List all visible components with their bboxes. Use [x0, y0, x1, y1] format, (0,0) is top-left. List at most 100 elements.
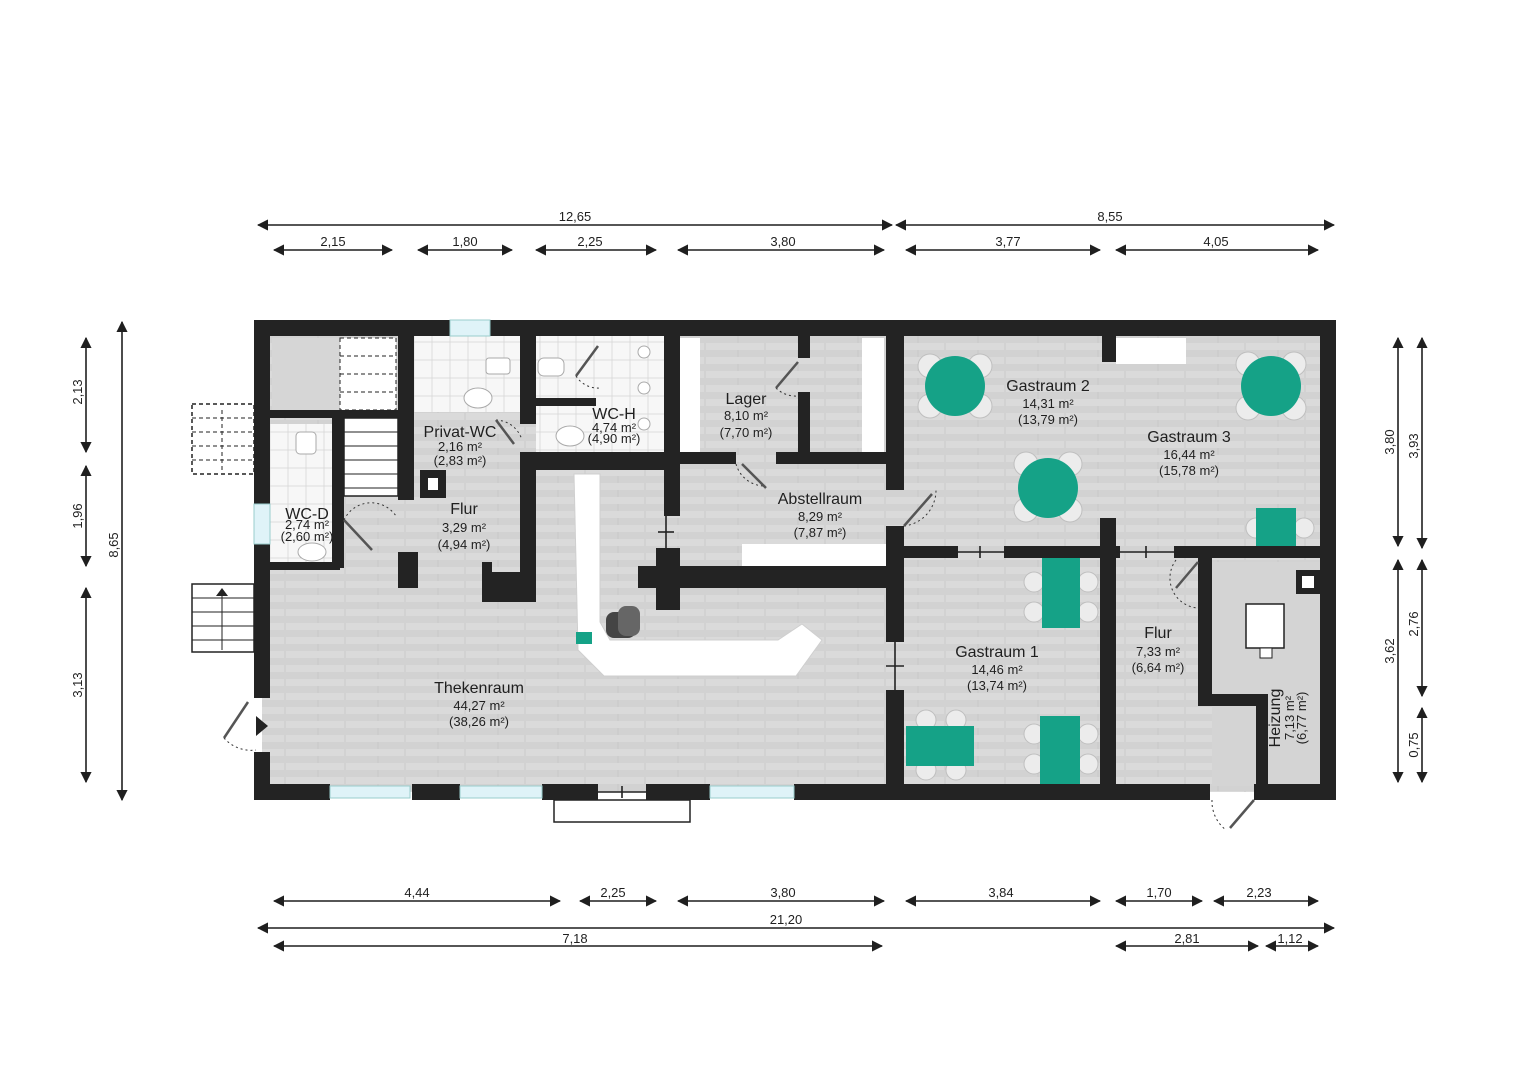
wall-stair-bottom — [270, 410, 410, 418]
room-name: Flur — [1144, 625, 1172, 642]
round-table-3 — [1235, 351, 1307, 421]
dim-bottom-seg-4: 3,84 — [988, 885, 1013, 900]
walls — [254, 320, 1336, 800]
room-net-area: (38,26 m²) — [449, 714, 509, 729]
window-top — [449, 319, 491, 337]
room-net-area: (13,74 m²) — [967, 678, 1027, 693]
rect-table-g1-right — [1023, 716, 1099, 784]
dim-bottom-seg-5: 1,70 — [1146, 885, 1171, 900]
dim-bottom-total: 21,20 — [770, 912, 803, 927]
floor-heizung — [1212, 562, 1326, 786]
window-wcd — [253, 503, 271, 545]
wall-lager-bottom-1 — [680, 452, 736, 464]
door-privat-leaf — [495, 419, 515, 445]
room-name: Heizung — [1267, 689, 1284, 748]
wall-right — [1320, 320, 1336, 800]
room-name: Flur — [450, 501, 478, 518]
urinal-3 — [637, 417, 651, 431]
door-wcd-arc — [343, 502, 397, 521]
urinal — [537, 357, 565, 377]
room-label-flur-1: Flur 3,29 m² (4,94 m²) — [438, 501, 491, 552]
lager-shelf-right — [862, 338, 884, 452]
wall-heizung-left — [1198, 556, 1212, 704]
dim-left-seg-3: 3,13 — [70, 672, 85, 697]
wall-g1-left-1 — [886, 526, 904, 642]
wall-wch-bottom — [536, 452, 680, 470]
room-net-area: (2,83 m²) — [434, 453, 487, 468]
wall-bottom-5 — [794, 784, 1210, 800]
sink-wch — [555, 425, 585, 447]
room-area: 8,29 m² — [798, 509, 843, 524]
room-area: 16,44 m² — [1163, 447, 1215, 462]
chimney-flue — [428, 478, 438, 490]
room-net-area: (4,94 m²) — [438, 537, 491, 552]
wall-g2-left-1 — [886, 320, 904, 490]
room-label-wc-h: WC-H 4,74 m² (4,90 m²) — [588, 406, 641, 446]
wall-g1-top-2 — [1004, 546, 1120, 558]
room-net-area: (15,78 m²) — [1159, 463, 1219, 478]
dim-top-seg-4: 3,80 — [770, 234, 795, 249]
sliding-doors — [598, 516, 1174, 798]
dim-right-outer-1: 3,93 — [1406, 433, 1421, 458]
room-name: Thekenraum — [434, 680, 524, 697]
room-net-area: (6,77 m²) — [1294, 692, 1309, 745]
office-chair — [606, 606, 640, 638]
wall-flur-pillar — [398, 552, 418, 588]
rect-table-g1-left — [906, 709, 974, 781]
room-net-area: (7,70 m²) — [720, 425, 773, 440]
dim-bottom-sub-3: 1,12 — [1277, 931, 1302, 946]
room-label-wc-d: WC-D 2,74 m² (2,60 m²) — [281, 506, 334, 544]
wall-g1-left-2 — [886, 690, 904, 800]
wall-g1-top-1 — [904, 546, 958, 558]
door-g2-leaf — [903, 493, 933, 527]
stair-inside — [339, 337, 399, 497]
toilet-tank-privat — [485, 357, 511, 375]
wall-lager-mid — [798, 392, 810, 452]
room-name: Abstellraum — [778, 491, 862, 508]
room-name: WC-D — [285, 506, 329, 523]
wall-wcd-bottom — [270, 562, 340, 570]
dim-bottom-sub-1: 7,18 — [562, 931, 587, 946]
door-wch-leaf — [574, 345, 600, 377]
room-net-area: (2,60 m²) — [281, 529, 334, 544]
dim-bottom-seg-6: 2,23 — [1246, 885, 1271, 900]
dim-left-seg-2: 1,96 — [70, 503, 85, 528]
dim-right-inner-2: 3,62 — [1382, 638, 1397, 663]
wall-heizung-inner — [1256, 694, 1268, 786]
room-name: Lager — [726, 391, 768, 408]
wall-g1-right — [1100, 518, 1116, 800]
room-label-thekenraum: Thekenraum 44,27 m² (38,26 m²) — [434, 680, 524, 729]
wall-privat-right — [520, 336, 536, 424]
wall-lager-left — [664, 336, 680, 516]
furniture — [906, 351, 1315, 784]
dim-right-inner-1: 3,80 — [1382, 429, 1397, 454]
door-entrance-leaf — [222, 701, 250, 739]
wall-bottom-3 — [542, 784, 598, 800]
room-net-area: (7,87 m²) — [794, 525, 847, 540]
dim-top-seg-3: 2,25 — [577, 234, 602, 249]
door-abstell-leaf — [741, 463, 767, 489]
rect-table-g1-top — [1023, 558, 1099, 628]
sink-wcd — [297, 542, 327, 562]
round-table-2 — [1013, 451, 1083, 523]
room-area: 3,29 m² — [442, 520, 487, 535]
dim-top-total-1: 12,65 — [559, 209, 592, 224]
dim-top-seg-2: 1,80 — [452, 234, 477, 249]
door-lager-arc — [775, 387, 799, 397]
urinal-1 — [637, 345, 651, 359]
urinal-2 — [637, 381, 651, 395]
room-label-abstellraum: Abstellraum 8,29 m² (7,87 m²) — [778, 491, 862, 540]
room-label-privat-wc: Privat-WC 2,16 m² (2,83 m²) — [424, 424, 497, 468]
wall-pillar-2b — [482, 562, 492, 602]
windows — [253, 319, 795, 823]
fixtures — [573, 338, 1186, 677]
room-label-lager: Lager 8,10 m² (7,70 m²) — [720, 391, 773, 440]
door-privat-arc — [495, 419, 523, 441]
dim-left-total: 8,65 — [106, 532, 121, 557]
toilet-wcd — [295, 431, 317, 455]
wall-left-2 — [254, 752, 270, 800]
sink-privat — [463, 387, 493, 409]
door-back-arc — [1211, 799, 1227, 831]
dim-bottom-sub-2: 2,81 — [1174, 931, 1199, 946]
dim-right-outer-3: 0,75 — [1406, 732, 1421, 757]
